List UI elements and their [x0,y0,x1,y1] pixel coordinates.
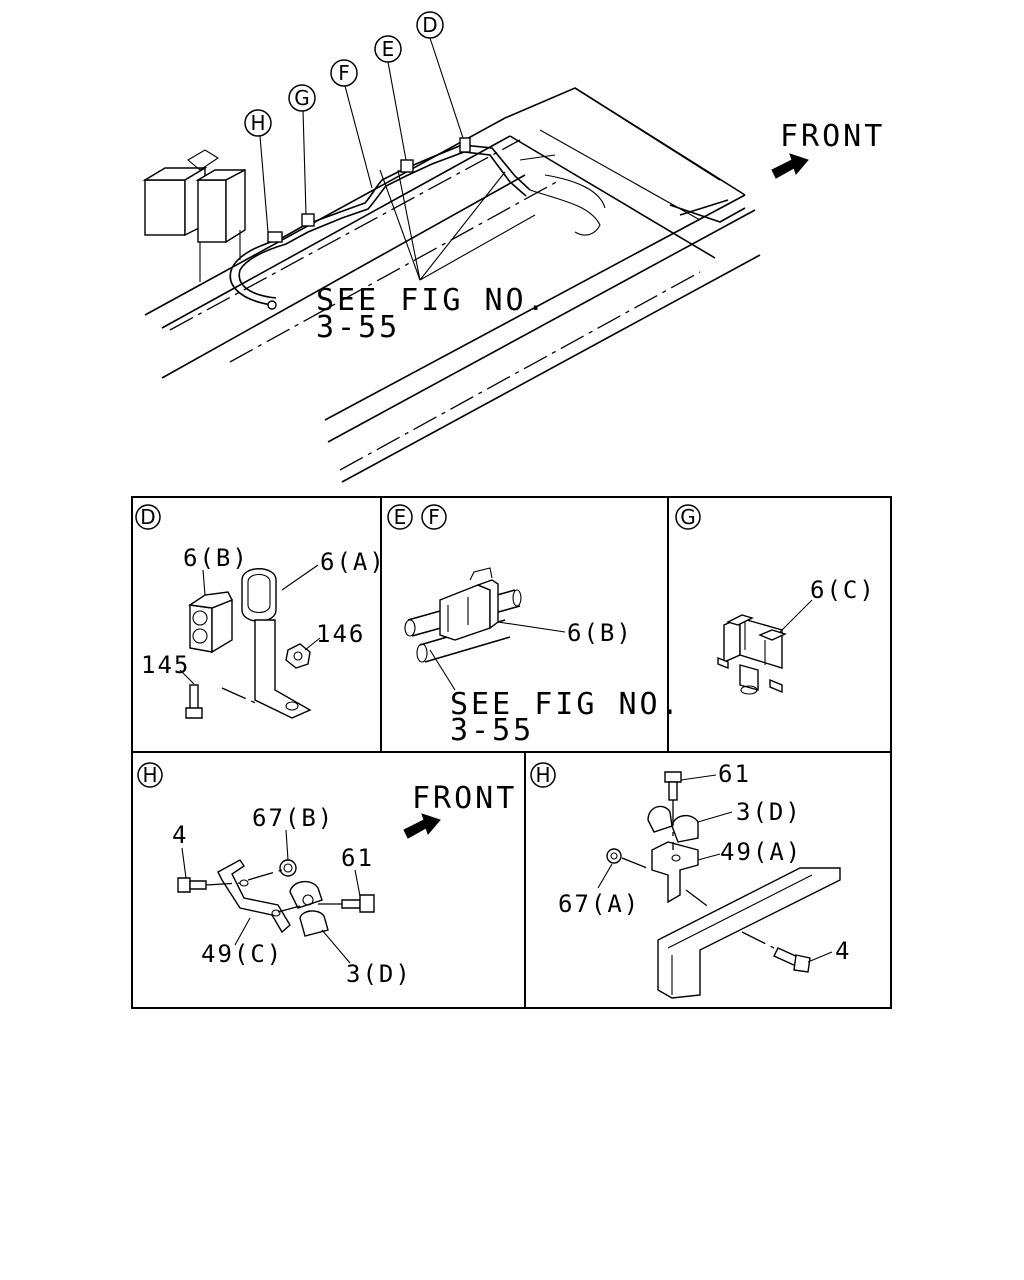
label-145: 145 [141,651,190,679]
panel-d: D 6(B) 6(A) 146 145 [135,504,386,719]
panel-h2-marker: H [535,763,550,787]
label-3d: 3(D) [346,960,412,988]
label-67a: 67(A) [558,890,640,918]
panel-g: G 6(C) [675,504,876,695]
panel-h-right: H 61 3(D) 49(A) 67(A) 4 [530,760,851,999]
label-3d: 3(D) [736,798,802,826]
see-fig-label: SEE FIG NO. [450,687,682,722]
label-6b: 6(B) [183,544,249,572]
callout-d-circle [416,11,444,39]
label-61: 61 [718,760,751,788]
see-fig-number: 3-55 [316,310,400,345]
panel-h-left: H FRONT 4 67(B) 61 49(C) 3(D [137,762,517,988]
label-6a: 6(A) [320,548,386,576]
front-arrow-icon [771,153,809,179]
callout-h-circle [244,109,272,137]
see-fig-number: 3-55 [450,713,534,748]
front-label: FRONT [780,119,885,154]
label-146: 146 [316,620,365,648]
callout-g-circle [288,84,316,112]
front-label: FRONT [412,781,517,816]
panel-h1-marker: H [142,763,157,787]
label-61: 61 [341,844,374,872]
panel-g-marker: G [680,505,696,529]
callout-e-circle [374,35,402,63]
panel-ef-marker-f: F [428,505,440,529]
label-6b: 6(B) [567,619,633,647]
label-49a: 49(A) [720,838,802,866]
panel-ef-marker-e: E [394,505,407,529]
label-4: 4 [172,821,188,849]
callout-d: D [422,13,437,37]
front-arrow-icon [403,813,441,839]
panel-ef: E F 6(B) SEE FIG NO. 3-55 [387,504,682,748]
panel-d-marker: D [140,505,155,529]
label-49c: 49(C) [201,940,283,968]
callout-f: F [338,61,350,85]
see-fig-label: SEE FIG NO. [316,283,548,318]
detail-row-bottom-frame [131,751,892,1009]
callout-h: H [250,111,265,135]
label-67b: 67(B) [252,804,334,832]
label-6c: 6(C) [810,576,876,604]
main-chassis-view: D E F G H SEE FIG NO. 3-55 FRONT [142,11,885,483]
callout-e: E [382,37,395,61]
label-4: 4 [835,937,851,965]
callout-f-circle [330,59,358,87]
callout-g: G [294,86,310,110]
